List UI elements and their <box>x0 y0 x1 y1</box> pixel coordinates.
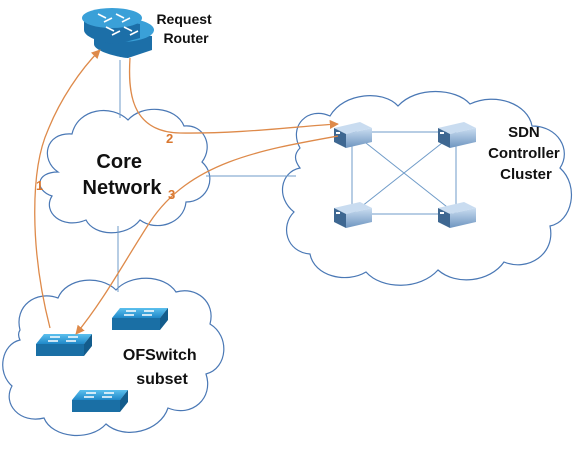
core-label-line-1: Core <box>96 151 142 173</box>
of-switches <box>36 308 168 412</box>
router-label: Request Router <box>156 11 215 46</box>
router-label-line-2: Router <box>163 30 209 46</box>
cloud-icon <box>39 108 211 234</box>
step-1-label: 1 <box>36 178 43 193</box>
flow-arrows <box>34 49 339 335</box>
sdn-controller-label: SDN Controller Cluster <box>488 124 564 183</box>
sdn-controller-cloud <box>281 90 573 286</box>
server-icon <box>334 122 372 148</box>
arrow-step-3 <box>75 135 339 335</box>
router-label-line-1: Request <box>156 11 212 27</box>
arrow-step-1 <box>34 49 101 329</box>
router-icon <box>82 8 154 58</box>
switch-icon <box>72 390 128 412</box>
switch-icon <box>36 334 92 356</box>
step-2-label: 2 <box>166 131 173 146</box>
core-network-cloud <box>39 108 211 234</box>
core-network-label: Core Network <box>83 151 163 199</box>
cloud-icon <box>281 90 573 286</box>
core-label-line-2: Network <box>83 177 163 199</box>
sdn-servers <box>334 122 476 228</box>
ofswitch-label-line-2: subset <box>136 371 188 388</box>
arrow-step-2 <box>128 57 339 134</box>
cloud-icon <box>2 277 225 437</box>
request-router: Request Router <box>82 8 215 58</box>
ofswitch-cloud <box>2 277 225 437</box>
mesh-link <box>351 131 457 215</box>
sdn-label-line-2: Controller <box>488 145 560 162</box>
ofswitch-label-line-1: OFSwitch <box>123 347 197 364</box>
sdn-label-line-3: Cluster <box>500 166 552 183</box>
ofswitch-label: OFSwitch subset <box>123 347 201 388</box>
sdn-label-line-1: SDN <box>508 124 540 141</box>
server-icon <box>438 122 476 148</box>
switch-icon <box>112 308 168 330</box>
server-icon <box>438 202 476 228</box>
server-icon <box>334 202 372 228</box>
step-3-label: 3 <box>168 187 175 202</box>
